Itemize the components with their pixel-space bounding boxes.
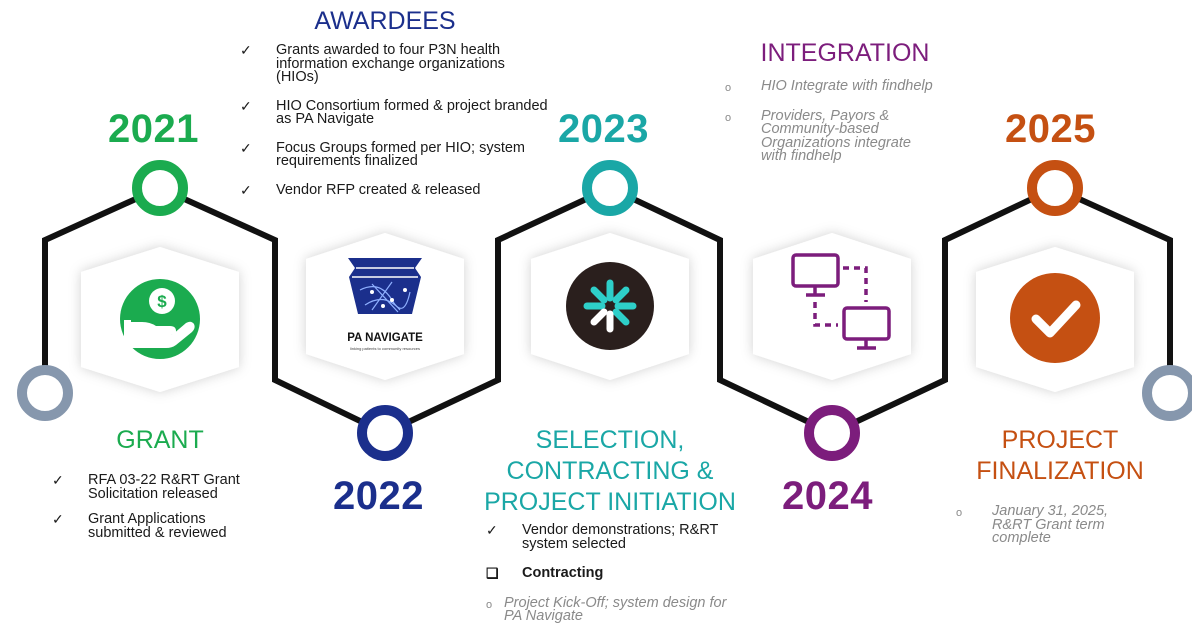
title-line: CONTRACTING & bbox=[506, 457, 714, 485]
title-integration: INTEGRATION bbox=[760, 39, 930, 67]
list-item-text: Providers, Payors & Community-based Orga… bbox=[761, 107, 911, 164]
ring-2022 bbox=[357, 405, 413, 461]
check-icon: ✓ bbox=[486, 522, 498, 538]
check-icon: ✓ bbox=[52, 472, 64, 488]
check-icon: ✓ bbox=[240, 97, 252, 114]
ring-2021 bbox=[132, 160, 188, 216]
pa-navigate-logo: PA NAVIGATE linking patients to communit… bbox=[347, 258, 423, 351]
title-selection: SELECTION, CONTRACTING & PROJECT INITIAT… bbox=[455, 425, 765, 518]
list-item: ✓ Vendor RFP created & released bbox=[240, 181, 550, 198]
logo-tagline: linking patients to community resources bbox=[350, 346, 420, 351]
connected-monitors-icon bbox=[791, 253, 891, 350]
grant-list: ✓ RFA 03-22 R&RT Grant Solicitation relea… bbox=[52, 472, 252, 550]
title-line: FINALIZATION bbox=[976, 457, 1144, 485]
bullet-icon: o bbox=[725, 82, 732, 94]
ring-2025 bbox=[1027, 160, 1083, 216]
ring-end bbox=[1142, 365, 1192, 421]
title-finalization: PROJECT FINALIZATION bbox=[955, 425, 1165, 487]
list-item: ✓ Focus Groups formed per HIO; system req… bbox=[240, 139, 550, 169]
list-item-text: Grant Applications submitted & reviewed bbox=[88, 511, 227, 541]
list-item: ✓ HIO Consortium formed & project branded… bbox=[240, 97, 550, 127]
list-item-text: HIO Consortium formed & project branded … bbox=[276, 97, 548, 127]
list-item: ✓ Vendor demonstrations; R&RT system sele… bbox=[486, 522, 736, 552]
check-icon: ✓ bbox=[240, 181, 252, 198]
list-item-text: Focus Groups formed per HIO; system requ… bbox=[276, 139, 525, 169]
bullet-icon: o bbox=[956, 507, 963, 519]
title-line: PROJECT bbox=[1001, 426, 1119, 454]
svg-text:$: $ bbox=[157, 292, 167, 311]
list-item: ✓ RFA 03-22 R&RT Grant Solicitation relea… bbox=[52, 472, 252, 502]
ring-2023 bbox=[582, 160, 638, 216]
list-item-text: January 31, 2025, R&RT Grant term comple… bbox=[992, 503, 1109, 546]
finalization-list: o January 31, 2025, R&RT Grant term compl… bbox=[956, 503, 1136, 556]
list-item: o Providers, Payors & Community-based Org… bbox=[725, 107, 940, 164]
dollar-hand-icon: $ bbox=[120, 279, 200, 359]
list-item-text: HIO Integrate with findhelp bbox=[761, 78, 933, 94]
list-item: ✓ Grants awarded to four P3N health infor… bbox=[240, 42, 550, 85]
list-item-text: Grants awarded to four P3N health inform… bbox=[276, 42, 505, 85]
title-awardees: AWARDEES bbox=[314, 7, 456, 35]
year-2023: 2023 bbox=[558, 107, 649, 151]
title-grant: GRANT bbox=[116, 426, 204, 454]
list-item: ✓ Grant Applications submitted & reviewed bbox=[52, 511, 252, 541]
checkmark-circle-icon bbox=[1010, 273, 1100, 363]
ring-2024 bbox=[804, 405, 860, 461]
selection-list: ✓ Vendor demonstrations; R&RT system sele… bbox=[486, 522, 736, 634]
logo-wordmark: PA NAVIGATE bbox=[347, 332, 423, 344]
list-item-text: Vendor demonstrations; R&RT system selec… bbox=[522, 522, 719, 552]
list-item-text: Contracting bbox=[522, 565, 604, 581]
check-icon: ✓ bbox=[52, 511, 64, 527]
list-item: o HIO Integrate with findhelp bbox=[725, 78, 940, 94]
year-2022: 2022 bbox=[333, 474, 424, 518]
check-icon: ✓ bbox=[240, 42, 252, 58]
year-2021: 2021 bbox=[108, 107, 199, 151]
year-2025: 2025 bbox=[1005, 107, 1096, 151]
checkbox-icon: ❑ bbox=[486, 565, 499, 581]
list-item-text: Vendor RFP created & released bbox=[276, 181, 481, 198]
title-line: PROJECT INITIATION bbox=[484, 488, 736, 516]
list-item: o Project Kick-Off; system design for PA … bbox=[486, 594, 736, 624]
list-item: o January 31, 2025, R&RT Grant term compl… bbox=[956, 503, 1136, 546]
check-icon: ✓ bbox=[240, 139, 252, 156]
title-line: SELECTION, bbox=[535, 426, 685, 454]
findhelp-asterisk-icon bbox=[566, 262, 654, 350]
list-item-text: RFA 03-22 R&RT Grant Solicitation releas… bbox=[88, 472, 240, 502]
bullet-icon: o bbox=[725, 111, 732, 124]
ring-start bbox=[17, 365, 73, 421]
year-2024: 2024 bbox=[782, 474, 873, 518]
bullet-icon: o bbox=[486, 598, 493, 611]
list-item-text: Project Kick-Off; system design for PA N… bbox=[504, 594, 727, 624]
list-item: ❑ Contracting bbox=[486, 565, 736, 581]
awardees-list: ✓ Grants awarded to four P3N health infor… bbox=[240, 42, 550, 207]
